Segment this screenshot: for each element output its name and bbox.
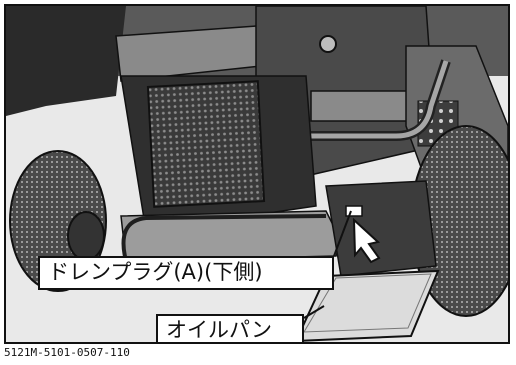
- leader-line: [303, 305, 325, 319]
- left-housing: [6, 6, 126, 116]
- illustration-frame: ドレンプラグ(A)(下側) オイルパン: [4, 4, 510, 344]
- drain-plug-label: ドレンプラグ(A)(下側): [38, 256, 334, 290]
- pointer-arrow-icon: [352, 217, 381, 264]
- mower-underside-illustration: [6, 6, 508, 342]
- oil-pan-rim: [303, 273, 432, 333]
- drain-plug-marker: [345, 205, 363, 217]
- guard-tube: [121, 214, 327, 262]
- upper-plate: [310, 90, 412, 122]
- bolt-icon: [319, 35, 337, 53]
- drain-area: [325, 180, 437, 277]
- frame-tube-highlight: [276, 60, 449, 139]
- left-hub: [67, 211, 105, 261]
- leader-line: [333, 210, 352, 257]
- oil-pan-label: オイルパン: [156, 314, 304, 342]
- figure-caption: 5121M-5101-0507-110: [4, 346, 130, 359]
- radiator-grille: [146, 80, 266, 208]
